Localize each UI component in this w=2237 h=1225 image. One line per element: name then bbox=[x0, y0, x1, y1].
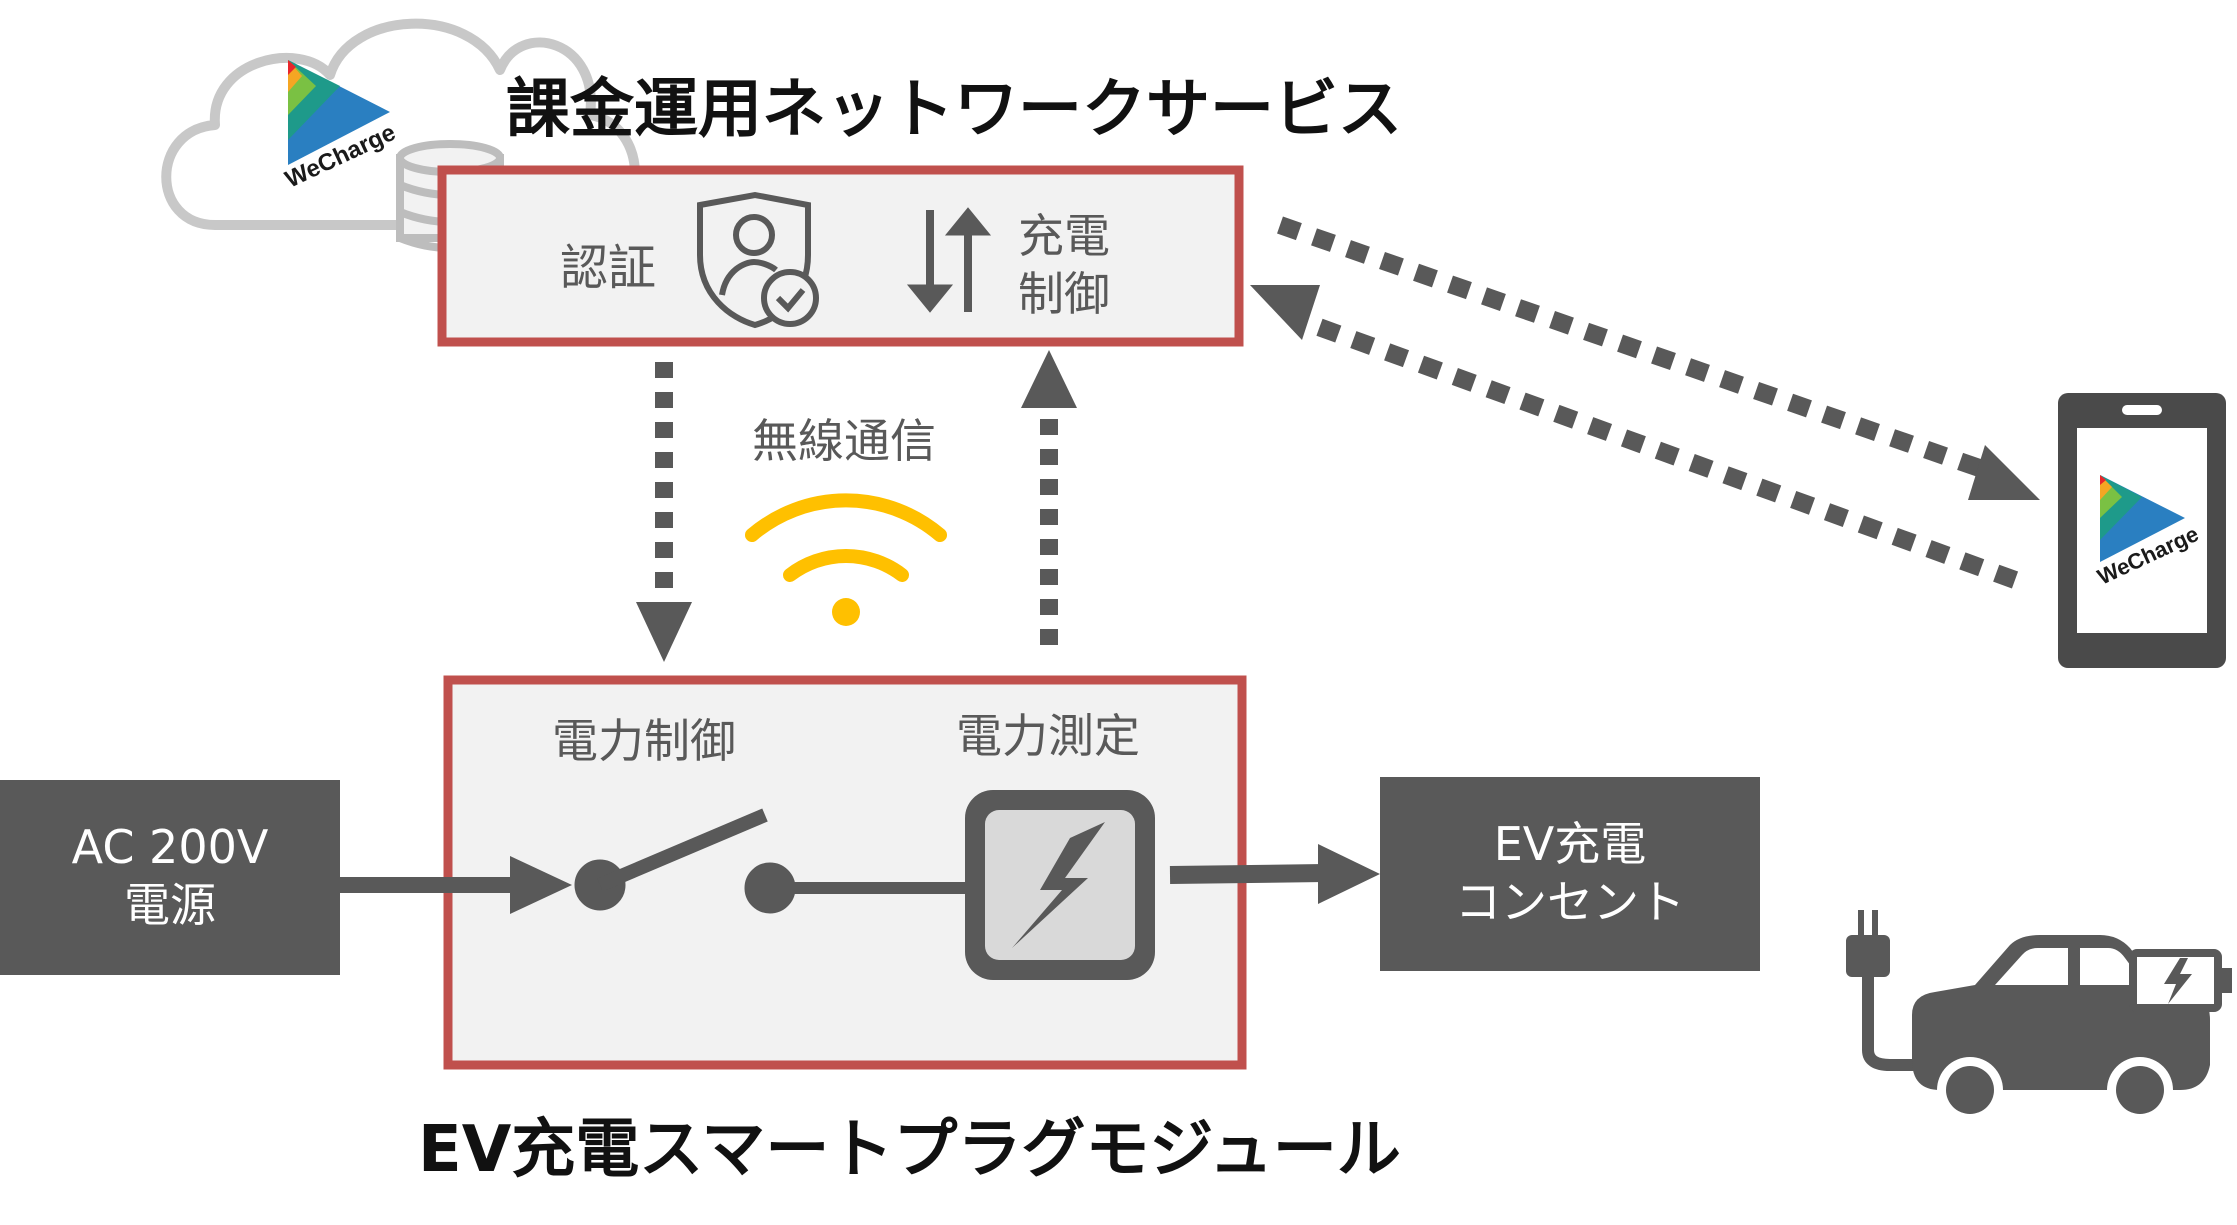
power-in-arrow bbox=[340, 856, 572, 914]
charge-control-label-line2: 制御 bbox=[1018, 267, 1110, 321]
power-source-label: AC 200V 電源 bbox=[0, 818, 340, 934]
down-arrow-dotted bbox=[636, 362, 692, 662]
up-arrow-dotted bbox=[1021, 350, 1077, 645]
outlet-line2: コンセント bbox=[1455, 875, 1685, 929]
power-out-arrow bbox=[1169, 844, 1380, 904]
outlet-box bbox=[1380, 777, 1760, 971]
auth-label: 認証 bbox=[560, 240, 657, 296]
arrow-from-smartphone bbox=[1250, 285, 2019, 589]
power-source-line2: 電源 bbox=[124, 878, 216, 932]
power-control-label: 電力制御 bbox=[552, 714, 736, 768]
outlet-label: EV充電 コンセント bbox=[1380, 815, 1760, 931]
wifi-icon bbox=[745, 493, 947, 626]
power-source-box bbox=[0, 780, 340, 975]
up-down-arrows-icon bbox=[906, 207, 992, 313]
lightning-bolt-icon bbox=[965, 790, 1155, 980]
charge-control-label-line1: 充電 bbox=[1018, 209, 1110, 263]
wireless-label: 無線通信 bbox=[752, 414, 936, 468]
electric-car-plug-icon bbox=[1846, 910, 2232, 1123]
wecharge-logo-phone: WeCharge bbox=[2094, 475, 2202, 590]
switch-icon bbox=[574, 808, 965, 914]
arrow-to-smartphone bbox=[1277, 216, 2040, 500]
power-source-line1: AC 200V bbox=[71, 820, 269, 874]
user-shield-check-icon bbox=[697, 191, 819, 329]
power-measure-label: 電力測定 bbox=[956, 709, 1140, 763]
cloud-service-title: 課金運用ネットワークサービス bbox=[506, 73, 1402, 147]
outlet-line1: EV充電 bbox=[1493, 817, 1647, 871]
cloud-service-panel bbox=[437, 165, 1244, 347]
module-title: EV充電スマートプラグモジュール bbox=[418, 1113, 1401, 1187]
